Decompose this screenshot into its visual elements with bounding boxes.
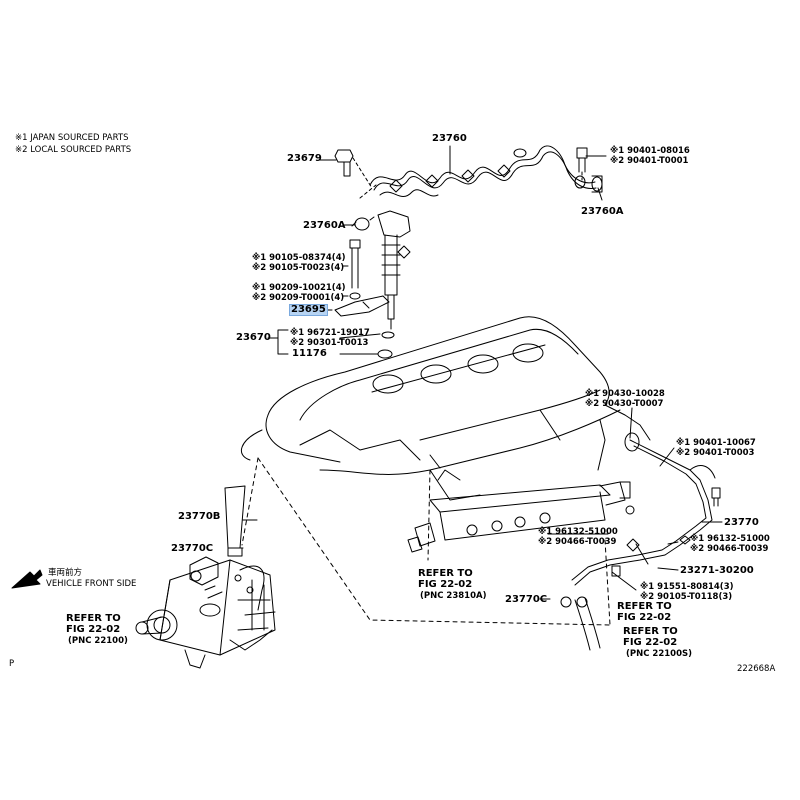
vehicle-front-arrow — [11, 569, 43, 589]
ref-mid-line1[interactable]: REFER TO — [418, 568, 473, 579]
screw-and-washer — [349, 239, 361, 300]
bolt-top-right — [576, 147, 588, 181]
ref-left-line2[interactable]: FIG 22-02 — [66, 624, 121, 635]
ref-left-line1[interactable]: REFER TO — [66, 613, 121, 624]
label-gasket-1[interactable]: ※1 90430-10028 — [585, 389, 665, 399]
common-rail — [407, 469, 631, 553]
ref-right-b-line2[interactable]: FIG 22-02 — [623, 637, 678, 648]
clamp-23760a-left — [351, 216, 375, 231]
label-clip-b-2[interactable]: ※2 90466-T0039 — [690, 544, 769, 554]
legend-local-sourced: ※2 LOCAL SOURCED PARTS — [15, 145, 132, 155]
bolt-23679 — [334, 149, 373, 189]
label-23770b[interactable]: 23770B — [178, 511, 221, 522]
label-23760a-left[interactable]: 23760A — [303, 220, 346, 231]
label-washer-2[interactable]: ※2 90209-T0001(4) — [252, 293, 345, 303]
reference-dashes — [241, 457, 611, 626]
label-clip-a-2[interactable]: ※2 90466-T0039 — [538, 537, 617, 547]
clamp-23695 — [334, 295, 390, 317]
label-23271[interactable]: 23271-30200 — [680, 565, 754, 576]
direction-en: VEHICLE FRONT SIDE — [46, 579, 137, 589]
label-23670[interactable]: 23670 — [236, 332, 271, 343]
diagram-id: 222668A — [737, 664, 776, 674]
ref-mid-line3[interactable]: (PNC 23810A) — [420, 591, 487, 601]
label-seal-1[interactable]: ※1 96721-19017 — [290, 328, 370, 338]
injection-pipe-assembly — [359, 145, 603, 199]
label-23770c-left[interactable]: 23770C — [171, 543, 214, 554]
label-clip-a-1[interactable]: ※1 96132-51000 — [538, 527, 618, 537]
injector — [377, 210, 411, 330]
label-gasket-2[interactable]: ※2 90430-T0007 — [585, 399, 664, 409]
label-23770c-right[interactable]: 23770C — [505, 594, 548, 605]
ref-left-line3[interactable]: (PNC 22100) — [68, 636, 128, 646]
ref-right-b-line3[interactable]: (PNC 22100S) — [626, 649, 693, 659]
corner-marker: P — [9, 659, 15, 669]
label-23760a-right[interactable]: 23760A — [581, 206, 624, 217]
ref-right-a-line2[interactable]: FIG 22-02 — [617, 612, 672, 623]
supply-pump — [135, 485, 276, 669]
label-bolt-top-1[interactable]: ※1 90401-08016 — [610, 146, 690, 156]
label-23695-highlighted[interactable]: 23695 — [289, 304, 328, 316]
legend-japan-sourced: ※1 JAPAN SOURCED PARTS — [15, 133, 129, 143]
ref-right-a-line1[interactable]: REFER TO — [617, 601, 672, 612]
label-washer-1[interactable]: ※1 90209-10021(4) — [252, 283, 346, 293]
label-bolt-b-1[interactable]: ※1 91551-80814(3) — [640, 582, 734, 592]
label-union-1[interactable]: ※1 90401-10067 — [676, 438, 756, 448]
ref-right-b-line1[interactable]: REFER TO — [623, 626, 678, 637]
seal-ring-11176 — [377, 331, 395, 359]
label-bolt-b-2[interactable]: ※2 90105-T0118(3) — [640, 592, 733, 602]
label-union-2[interactable]: ※2 90401-T0003 — [676, 448, 755, 458]
direction-jp: 車両前方 — [48, 568, 83, 578]
label-23679[interactable]: 23679 — [287, 153, 322, 164]
label-screw-1[interactable]: ※1 90105-08374(4) — [252, 253, 346, 263]
fuel-pipe-23770 — [571, 432, 721, 586]
label-bolt-top-2[interactable]: ※2 90401-T0001 — [610, 156, 689, 166]
ref-mid-line2[interactable]: FIG 22-02 — [418, 579, 473, 590]
label-11176[interactable]: 11176 — [292, 348, 327, 359]
label-clip-b-1[interactable]: ※1 96132-51000 — [690, 534, 770, 544]
label-screw-2[interactable]: ※2 90105-T0023(4) — [252, 263, 345, 273]
return-hose — [560, 596, 601, 651]
label-seal-2[interactable]: ※2 90301-T0013 — [290, 338, 369, 348]
label-23770[interactable]: 23770 — [724, 517, 759, 528]
label-23760[interactable]: 23760 — [432, 133, 467, 144]
